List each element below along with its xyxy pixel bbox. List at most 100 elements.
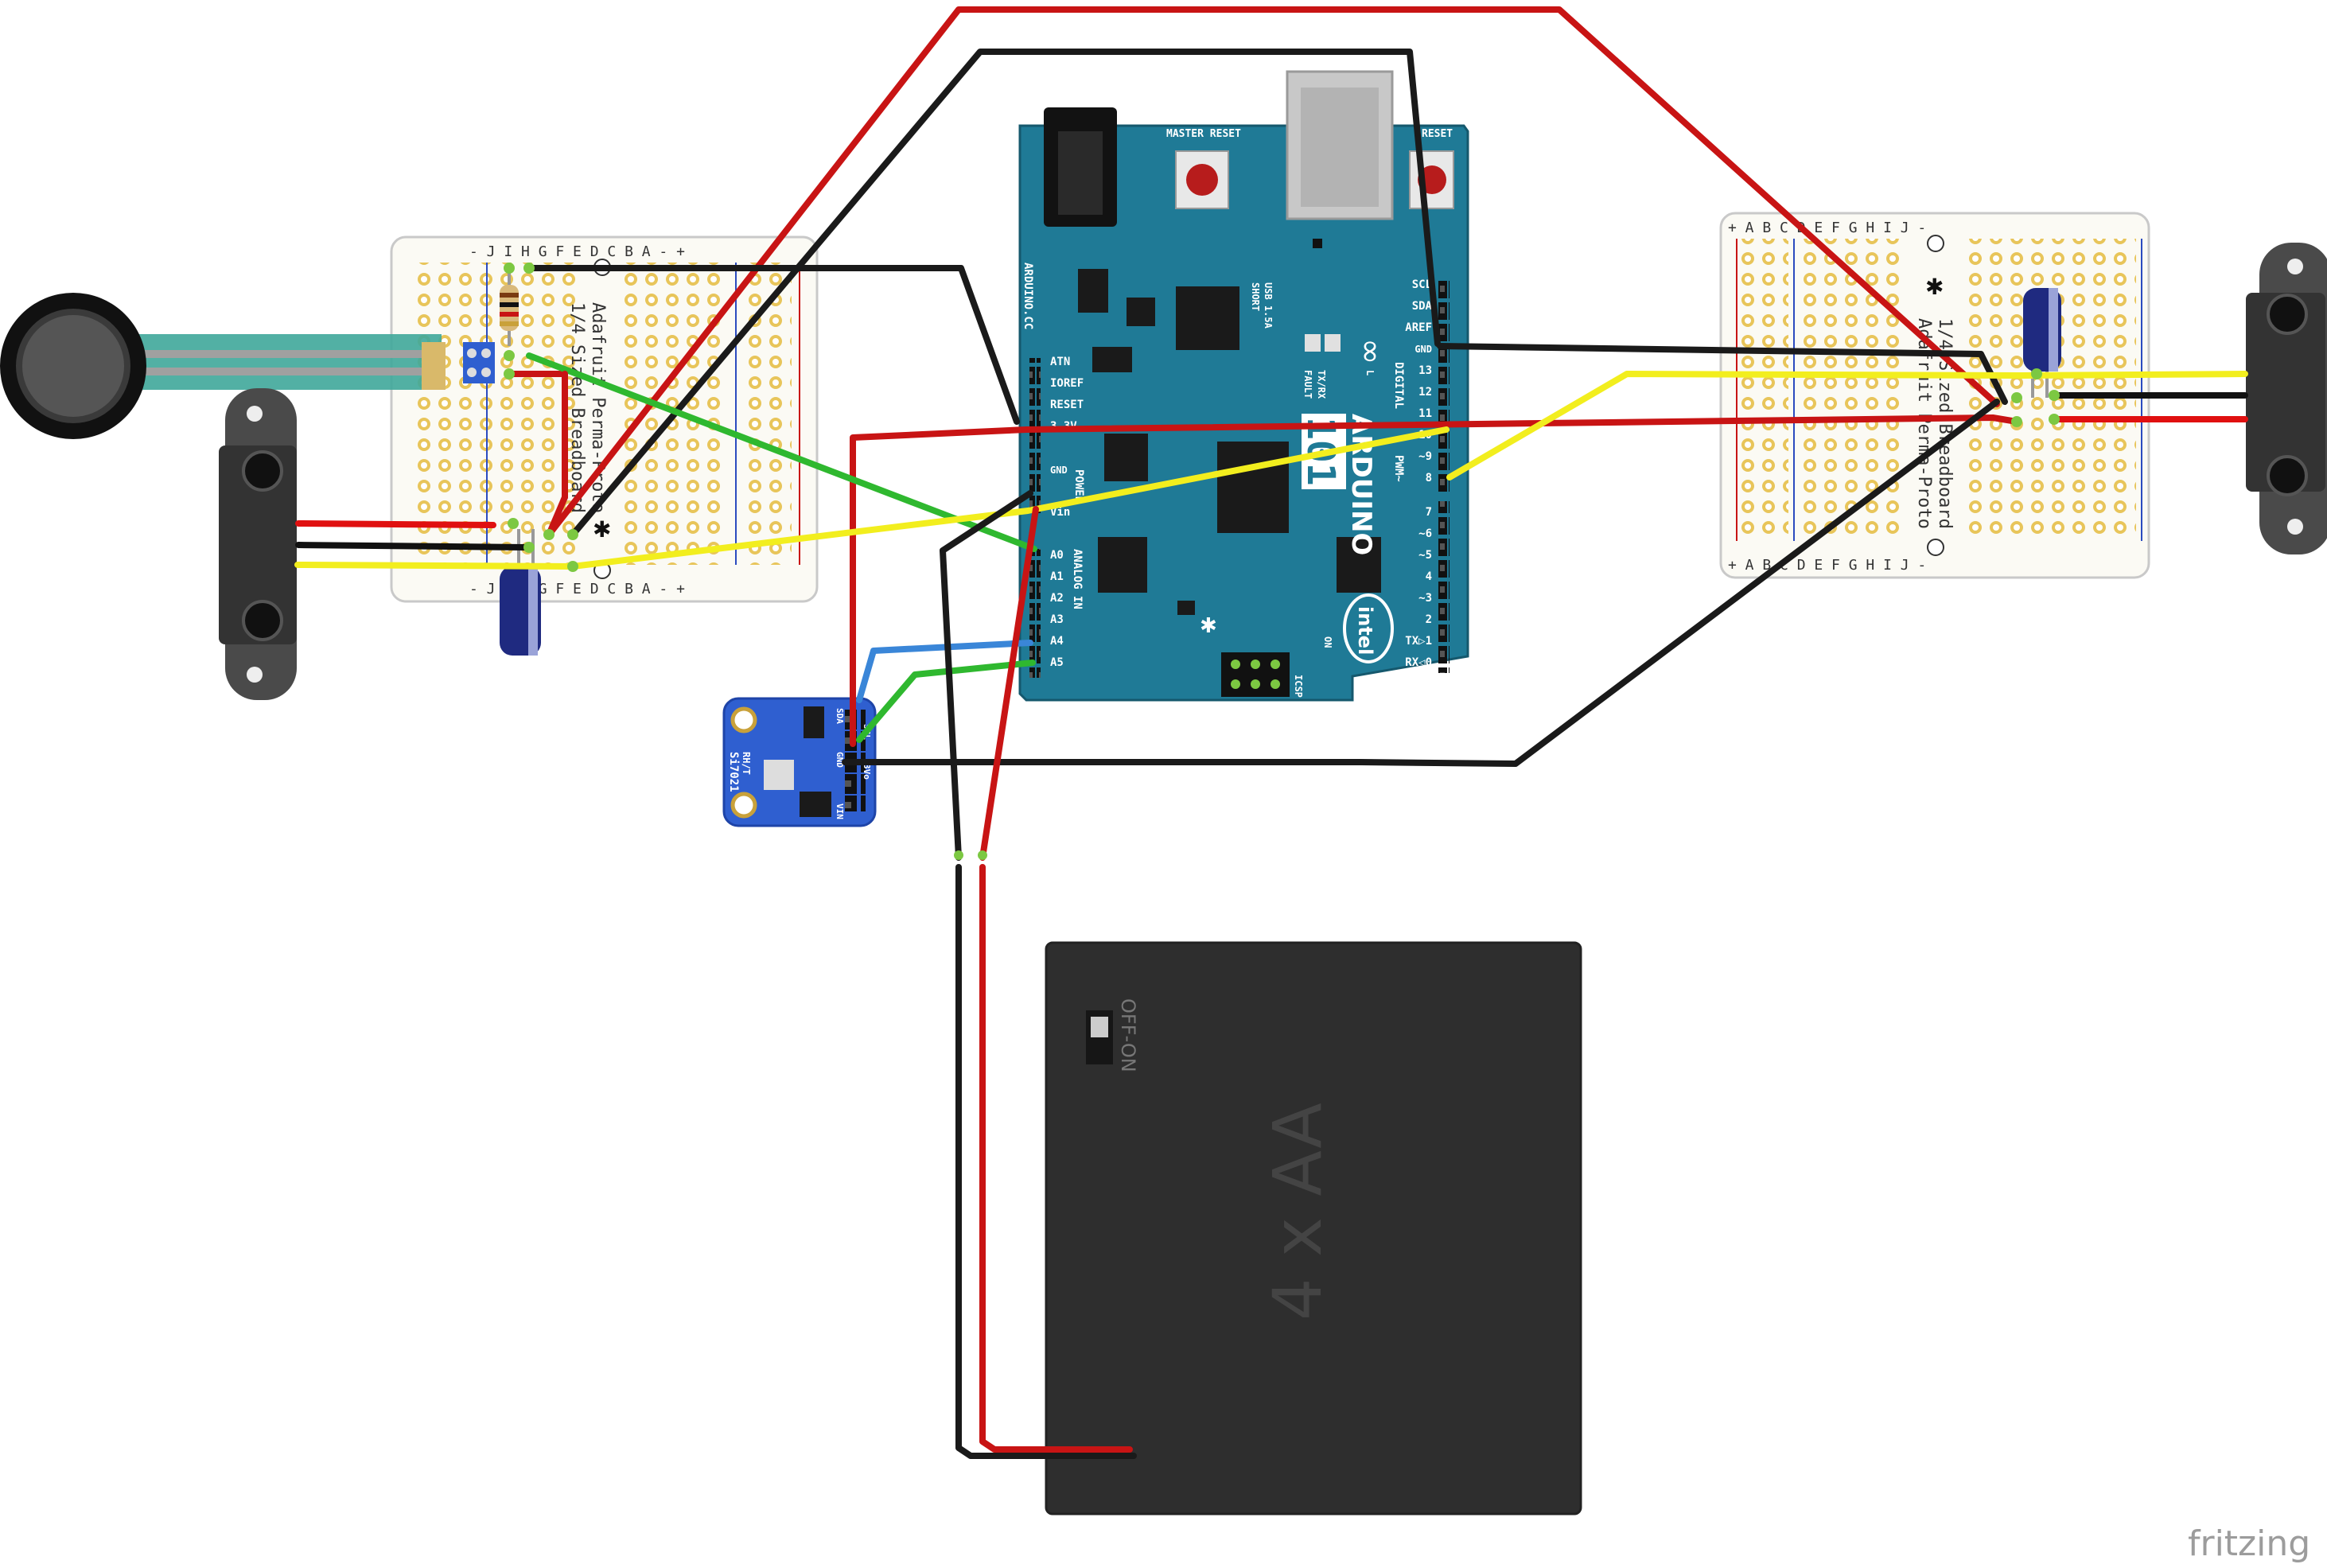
sensor-pin-3vo: 3Vo — [862, 764, 872, 780]
power-section-label: POWER — [1072, 469, 1085, 504]
icsp-header — [1221, 652, 1290, 697]
infinity-icon: ∞ — [1352, 338, 1389, 364]
arduino-101-board: MASTER RESET RESET ARDUINO.CC USB 1.5A S… — [1018, 70, 1469, 702]
pin-11: 11 — [1418, 407, 1432, 420]
pin-1: TX▷1 — [1405, 635, 1432, 648]
wire-black-gnd-right — [1437, 343, 2008, 405]
digital-pin-labels: SCL SDA AREF GND 13 12 11 ~10 ~9 8 7 ~6 … — [1405, 278, 1432, 669]
wire-green-a5 — [856, 659, 1036, 743]
junctions — [504, 263, 2060, 860]
l-label: L — [1364, 370, 1376, 375]
pwm-label: PWM~ — [1392, 455, 1405, 482]
digital-section-label: DIGITAL — [1392, 362, 1405, 409]
wire-black-top — [570, 49, 1441, 538]
left-bb-title: Adafruit Perma-Proto 1/4 Sized Breadboar… — [567, 302, 608, 523]
pin-a1: A1 — [1050, 570, 1064, 583]
icsp-label: ICSP — [1293, 675, 1304, 698]
pin-a4: A4 — [1050, 635, 1064, 648]
pin-13: 13 — [1418, 364, 1432, 377]
pin-aref: AREF — [1405, 321, 1432, 334]
pin-ioref: IOREF — [1050, 377, 1084, 390]
pin-atn: ATN — [1050, 356, 1070, 368]
pin-7: 7 — [1426, 506, 1432, 519]
pin-gnd-digital: GND — [1414, 344, 1432, 355]
pin-0: RX◁0 — [1405, 656, 1432, 669]
short-label: SHORT — [1250, 282, 1261, 311]
power-pin-labels: ATN IOREF RESET 3.3V GND Vin — [1050, 356, 1084, 519]
right-bb-cols-bottom: + A B C D E F G H I J - — [1728, 557, 1926, 574]
sensor-pin-vin: VIN — [835, 803, 845, 819]
usb-label: USB 1.5A — [1263, 282, 1274, 329]
reset-label: RESET — [1422, 128, 1453, 140]
wire-black-upper — [526, 265, 1020, 425]
wires — [294, 6, 2248, 1459]
pin-8: 8 — [1426, 472, 1432, 484]
sensor-name: Si7021 — [727, 752, 740, 792]
wire-red-33v — [850, 414, 2020, 747]
analog-section-label: ANALOG IN — [1071, 549, 1084, 609]
wire-black-battery — [955, 864, 1137, 1459]
pin-reset: RESET — [1050, 399, 1084, 411]
right-bb-title-1: Adafruit Perma-Proto — [1914, 318, 1934, 529]
pin-sda: SDA — [1412, 300, 1433, 313]
bluetooth-icon: ✱ — [1200, 614, 1217, 638]
pin-a3: A3 — [1050, 613, 1064, 626]
sensor-sub: RH/T — [741, 752, 752, 775]
wire-red-battery — [979, 864, 1133, 1453]
pin-5: ~5 — [1418, 549, 1432, 562]
fritzing-watermark: fritzing — [2188, 1523, 2310, 1564]
pin-a2: A2 — [1050, 592, 1064, 605]
intel-logo: intel — [1354, 606, 1376, 655]
pin-12: 12 — [1418, 386, 1432, 399]
wire-red-sensor-left — [295, 520, 496, 528]
star-icon: ✱ — [1925, 274, 1944, 300]
pin-a0: A0 — [1050, 549, 1064, 562]
analog-pin-labels: A0 A1 A2 A3 A4 A5 — [1050, 549, 1064, 669]
wire-yellow-left — [294, 426, 1450, 570]
pin-2: 2 — [1426, 613, 1432, 626]
force-sensor — [0, 293, 495, 439]
capacitor-left — [500, 529, 541, 656]
sensor-pin-sda: SDA — [835, 708, 845, 724]
power-header — [1029, 358, 1041, 517]
on-label: ON — [1322, 636, 1333, 648]
wire-black-sensor-left — [295, 542, 528, 551]
master-reset-button[interactable] — [1175, 150, 1229, 209]
wire-blue-a4 — [856, 640, 1033, 703]
battery-label: 4 x AA — [1259, 1103, 1337, 1321]
right-breadboard: + A B C D E F G H I J - + A B C D E F G … — [1719, 212, 2150, 579]
pin-vin: Vin — [1050, 506, 1070, 519]
pin-a5: A5 — [1050, 656, 1064, 669]
wire-green-a0 — [526, 352, 1037, 552]
pin-gnd: GND — [1050, 465, 1068, 476]
wire-black-bottom — [842, 399, 2000, 767]
wire-red-vin — [979, 506, 1039, 861]
digital-header-top — [1438, 277, 1450, 492]
distance-sensor-right — [2246, 243, 2327, 554]
pin-3: ~3 — [1418, 592, 1432, 605]
digital-header-bottom — [1438, 501, 1450, 673]
pin-9: ~9 — [1418, 450, 1432, 463]
star-icon: ✱ — [593, 516, 611, 543]
master-reset-label: MASTER RESET — [1166, 128, 1241, 140]
wire-yellow-right — [1446, 371, 2248, 481]
left-bb-cols-top: - J I H G F E D C B A - + — [469, 243, 685, 260]
pin-scl: SCL — [1412, 278, 1432, 291]
right-bb-cols-top: + A B C D E F G H I J - — [1728, 220, 1926, 236]
switch-label: OFF-ON — [1117, 998, 1139, 1072]
distance-sensor-left — [219, 388, 297, 700]
pin-6: ~6 — [1418, 527, 1432, 540]
wire-red-top — [546, 6, 2000, 538]
fault-label: FAULT — [1302, 370, 1313, 399]
txrx-label: TX/RX — [1316, 370, 1327, 399]
arduino-site-label: ARDUINO.CC — [1021, 263, 1034, 329]
battery-pack: OFF-ON 4 x AA — [1045, 941, 1582, 1515]
wire-black-vin — [940, 490, 1033, 861]
resistor — [500, 267, 519, 346]
analog-header — [1029, 549, 1041, 678]
arduino-logo-text: ARDUINO — [1345, 414, 1377, 555]
left-bb-title-2: 1/4 Sized Breadboard — [567, 302, 587, 513]
capacitor-right — [2023, 288, 2061, 398]
pin-4: 4 — [1426, 570, 1432, 583]
